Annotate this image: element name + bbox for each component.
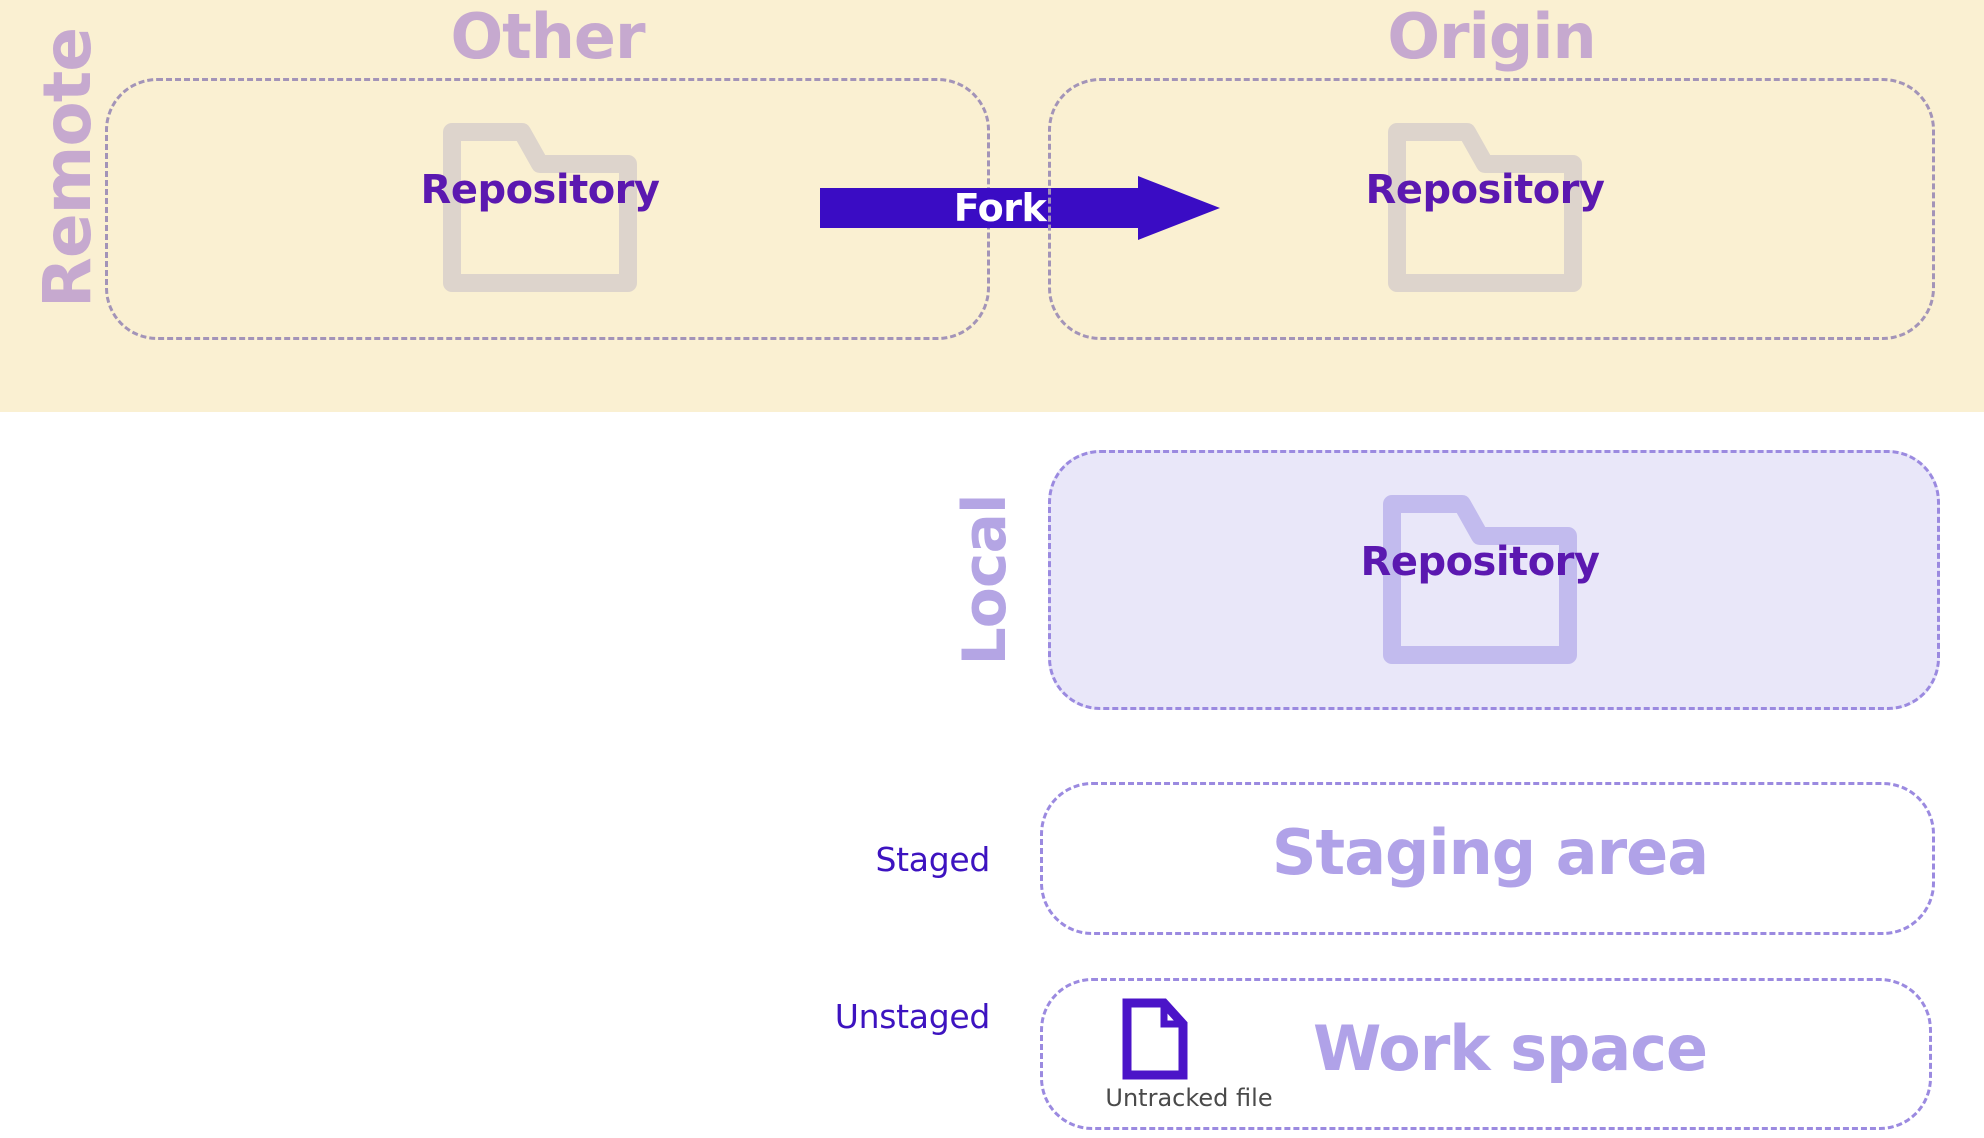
other-repository-label: Repository bbox=[420, 167, 660, 213]
local-repository-container bbox=[1048, 450, 1940, 710]
local-repository-node[interactable]: Repository bbox=[1361, 492, 1600, 667]
origin-repository-node[interactable]: Repository bbox=[1366, 120, 1605, 295]
staging-area-label: Staging area bbox=[1271, 816, 1709, 889]
folder-icon bbox=[443, 123, 637, 292]
work-space-label: Work space bbox=[1312, 1012, 1708, 1085]
untracked-file-caption: Untracked file bbox=[1105, 1084, 1273, 1112]
fork-arrow[interactable]: Fork bbox=[820, 176, 1220, 240]
remote-side-label: Remote bbox=[29, 27, 106, 308]
fork-arrow-label: Fork bbox=[953, 186, 1047, 230]
unstaged-state-label: Unstaged bbox=[834, 997, 991, 1036]
other-section-title: Other bbox=[450, 0, 645, 73]
origin-repository-label: Repository bbox=[1365, 167, 1605, 213]
local-side-label: Local bbox=[950, 494, 1020, 666]
untracked-file-node[interactable]: Untracked file bbox=[1094, 998, 1284, 1114]
origin-section-title: Origin bbox=[1387, 0, 1596, 73]
folder-icon bbox=[1388, 123, 1582, 292]
arrow-right-icon bbox=[820, 176, 1220, 240]
local-repository-label: Repository bbox=[1360, 539, 1600, 585]
staged-state-label: Staged bbox=[875, 840, 990, 879]
origin-repository-container bbox=[1048, 78, 1935, 340]
folder-icon bbox=[1383, 495, 1577, 664]
document-icon bbox=[1122, 998, 1188, 1080]
work-space-container[interactable] bbox=[1040, 978, 1932, 1130]
other-repository-node[interactable]: Repository bbox=[421, 120, 660, 295]
staging-area-container[interactable] bbox=[1040, 782, 1935, 935]
